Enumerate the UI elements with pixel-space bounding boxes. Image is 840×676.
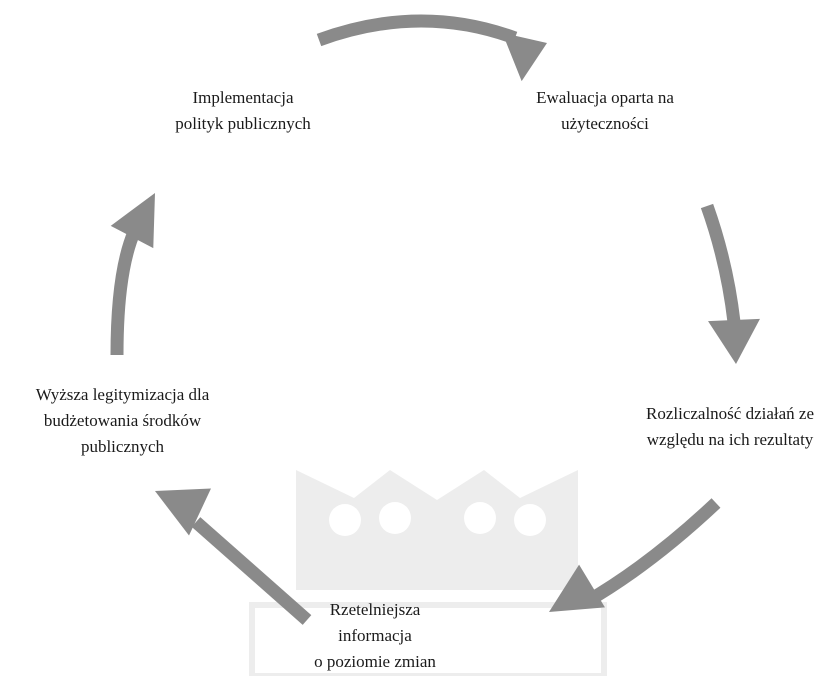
arrow-shaft	[700, 203, 741, 323]
arrow-shaft	[110, 227, 141, 356]
arrow-head	[155, 488, 211, 536]
cycle-arrow	[110, 193, 155, 356]
node-line: użyteczności	[561, 114, 649, 133]
arrow-head	[110, 193, 155, 249]
arrow-shaft	[191, 517, 312, 625]
node-line: Implementacja	[192, 88, 294, 107]
watermark-crown-base	[249, 602, 607, 676]
node-line: Wyższa legitymizacja dla	[35, 385, 210, 404]
node-line: Rozliczalność działań ze	[645, 404, 815, 423]
cycle-arrows	[110, 14, 760, 625]
node-line: Ewaluacja oparta na	[536, 88, 674, 107]
node-ewaluacja: Ewaluacja oparta na użyteczności	[500, 85, 710, 137]
arrow-shaft	[582, 498, 721, 608]
arrow-shaft	[316, 14, 518, 47]
node-implementacja: Implementacja polityk publicznych	[138, 85, 348, 137]
watermark-crown-jewel	[379, 502, 411, 534]
arrow-head	[502, 32, 547, 82]
node-rzetelniejsza-informacja: Rzetelniejsza informacja o poziomie zmia…	[290, 597, 460, 675]
cycle-arrow	[316, 14, 547, 82]
cycle-arrow	[549, 498, 721, 612]
cycle-arrow	[155, 488, 312, 625]
arrow-head	[549, 564, 605, 612]
node-line: względu na ich rezultaty	[646, 430, 814, 449]
node-line: publicznych	[80, 437, 165, 456]
arrow-head	[708, 318, 760, 364]
watermark-crown	[249, 470, 607, 676]
node-line: polityk publicznych	[175, 114, 311, 133]
node-rozliczalnosc: Rozliczalność działań ze względu na ich …	[610, 401, 840, 453]
watermark-crown-jewel	[514, 504, 546, 536]
node-line: Rzetelniejsza	[329, 600, 421, 619]
watermark-crown-top	[296, 470, 578, 590]
watermark-crown-jewel	[329, 504, 361, 536]
node-line: budżetowania środków	[43, 411, 202, 430]
node-legitymizacja: Wyższa legitymizacja dla budżetowania śr…	[0, 382, 245, 460]
node-line: o poziomie zmian	[314, 652, 436, 671]
node-line: informacja	[338, 626, 412, 645]
cycle-arrow	[700, 203, 760, 364]
watermark-crown-jewel	[464, 502, 496, 534]
